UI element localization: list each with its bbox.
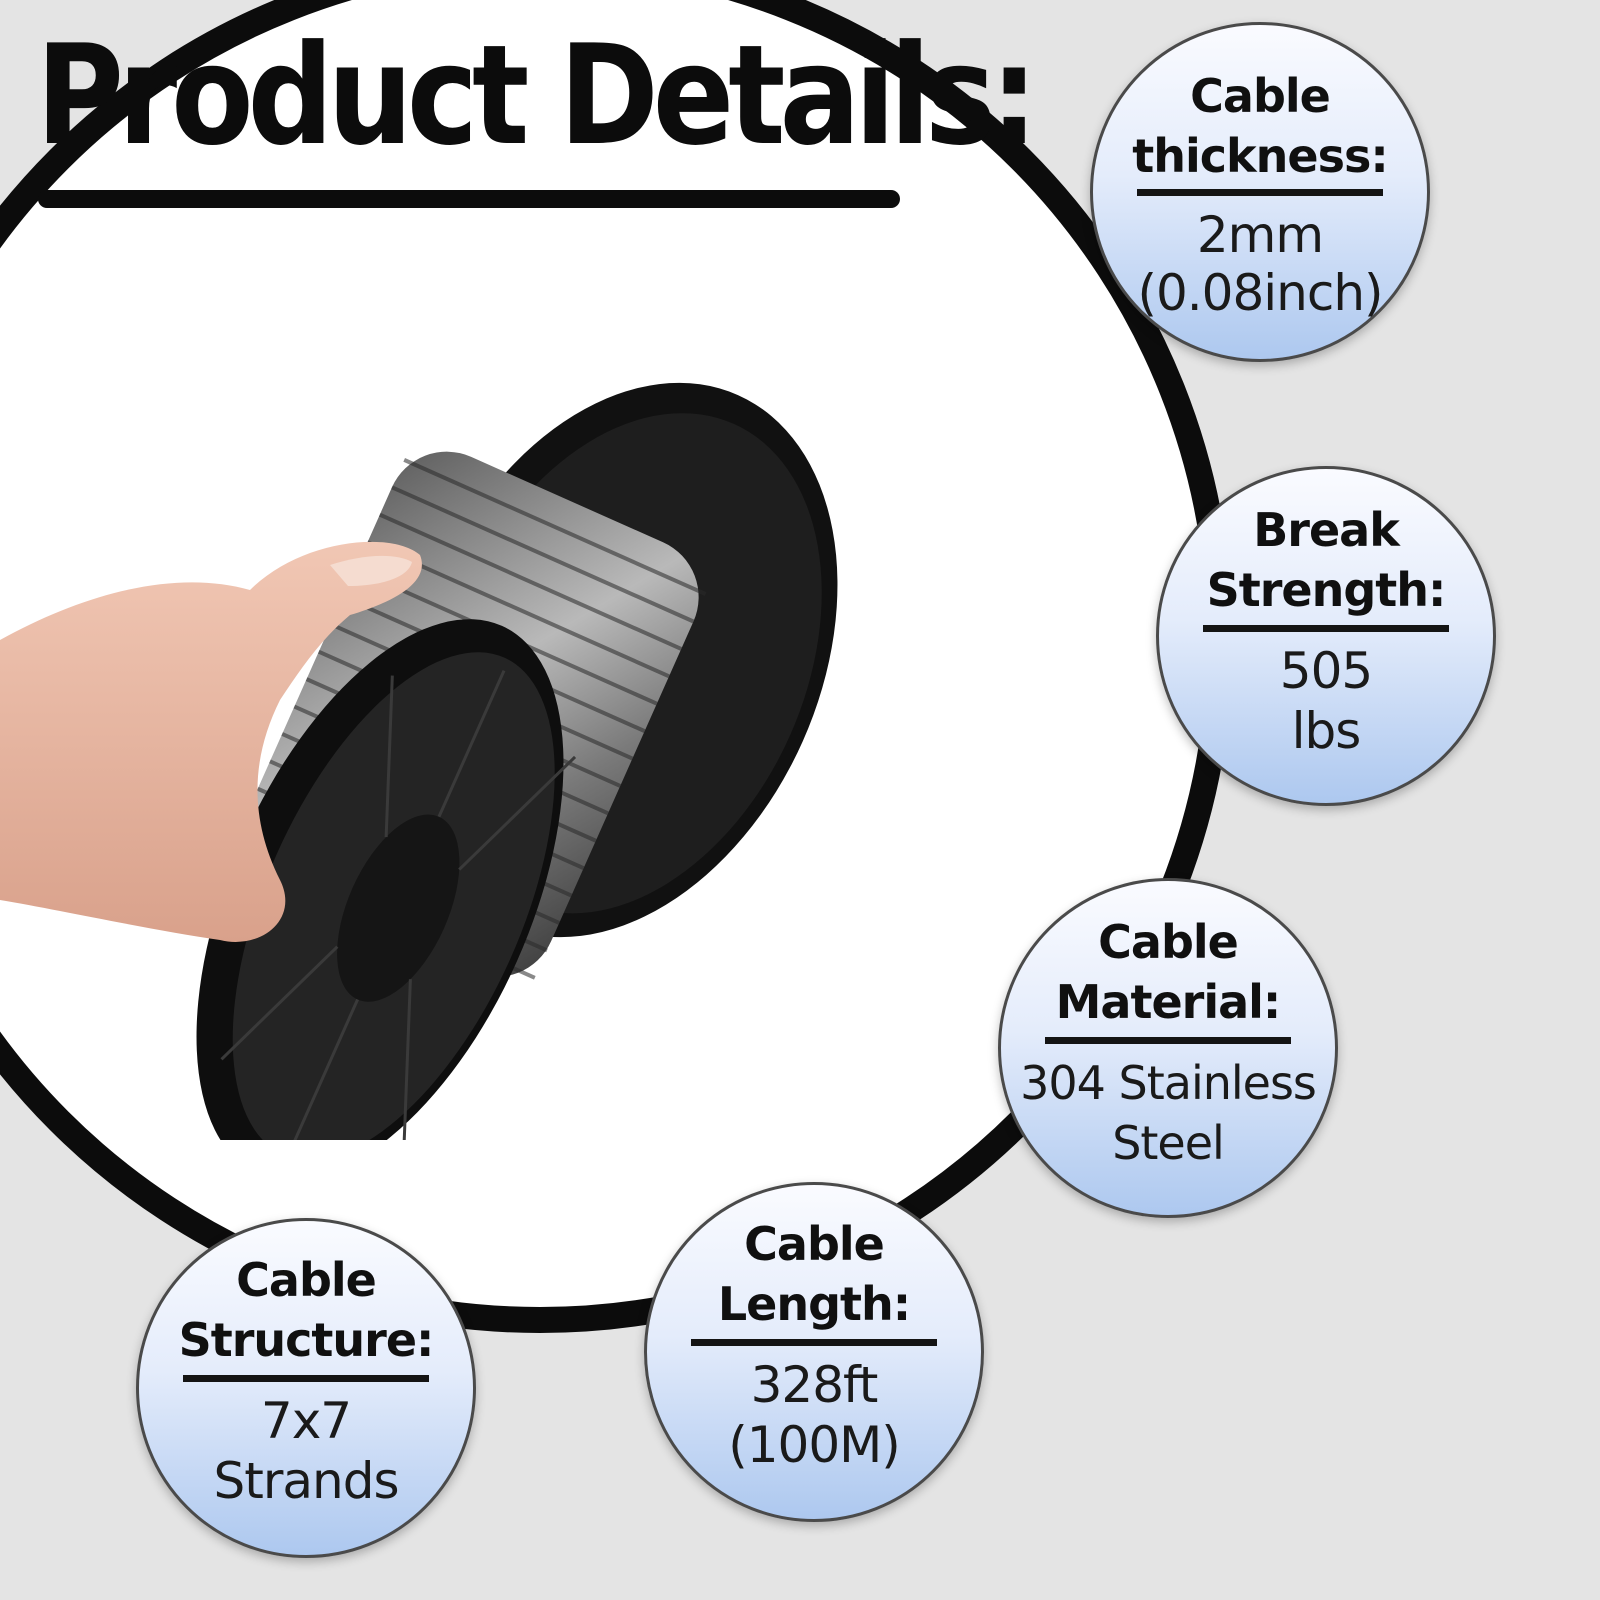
badge-label-line2: Material: xyxy=(1055,975,1282,1029)
badge-value-line1: 505 xyxy=(1279,642,1373,700)
badge-cable-length: Cable Length: 328ft (100M) xyxy=(644,1182,984,1522)
page-title: Product Details: xyxy=(36,16,1038,177)
badge-divider xyxy=(1137,189,1383,196)
badge-value-line1: 304 Stainless xyxy=(1020,1056,1317,1110)
badge-value-line2: (0.08inch) xyxy=(1137,264,1383,322)
badge-label-line2: Structure: xyxy=(178,1313,435,1367)
badge-value-line2: lbs xyxy=(1291,702,1362,760)
badge-value-line2: Strands xyxy=(213,1452,399,1510)
badge-value-line1: 7x7 xyxy=(260,1392,352,1450)
badge-label-line1: Cable xyxy=(744,1217,885,1271)
badge-divider xyxy=(1203,625,1449,632)
badge-label-line1: Cable xyxy=(1098,915,1239,969)
badge-value-line2: Steel xyxy=(1112,1116,1225,1170)
badge-divider xyxy=(183,1375,429,1382)
badge-label-line1: Break xyxy=(1253,503,1400,557)
badge-cable-material: Cable Material: 304 Stainless Steel xyxy=(998,878,1338,1218)
badge-divider xyxy=(1045,1037,1291,1044)
badge-label-line2: Strength: xyxy=(1206,563,1447,617)
badge-value-line1: 328ft xyxy=(750,1356,879,1414)
badge-break-strength: Break Strength: 505 lbs xyxy=(1156,466,1496,806)
badge-label-line1: Cable xyxy=(1190,69,1331,123)
badge-cable-thickness: Cable thickness: 2mm (0.08inch) xyxy=(1090,22,1430,362)
badge-divider xyxy=(691,1339,937,1346)
cable-spool-image xyxy=(0,382,838,1140)
badge-cable-structure: Cable Structure: 7x7 Strands xyxy=(136,1218,476,1558)
badge-value-line2: (100M) xyxy=(728,1416,901,1474)
badge-label-line1: Cable xyxy=(236,1253,377,1307)
badge-label-line2: thickness: xyxy=(1132,129,1388,183)
badge-value-line1: 2mm xyxy=(1196,206,1324,264)
badge-label-line2: Length: xyxy=(717,1277,911,1331)
title-underline xyxy=(38,190,900,208)
